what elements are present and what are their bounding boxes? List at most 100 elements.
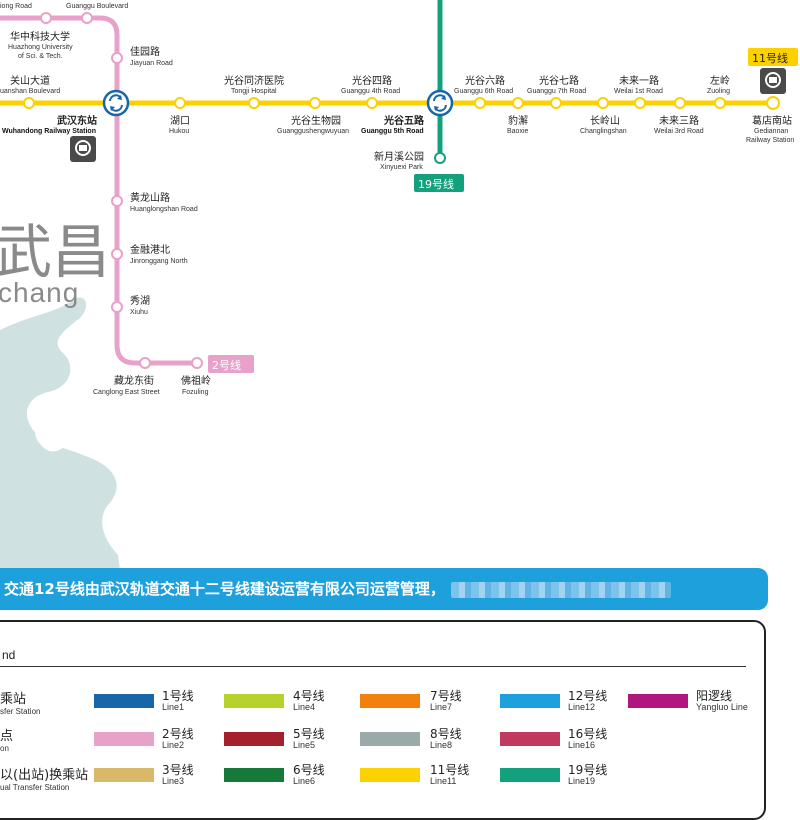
svg-text:佳园路: 佳园路	[130, 45, 160, 58]
transfer-station-wuhandong[interactable]	[102, 89, 130, 117]
station-dot[interactable]	[550, 97, 562, 109]
line-tag-11: 11号线	[748, 48, 798, 66]
station-dot[interactable]	[714, 97, 726, 109]
svg-text:Hukou: Hukou	[169, 128, 189, 135]
svg-text:Weilai 1st Road: Weilai 1st Road	[614, 88, 663, 95]
line-11-stations	[23, 96, 780, 110]
svg-text:Guanggu Boulevard: Guanggu Boulevard	[66, 3, 128, 10]
station-dot[interactable]	[111, 195, 123, 207]
svg-text:Guanggushengwuyuan: Guanggushengwuyuan	[277, 128, 349, 135]
svg-text:Fozuling: Fozuling	[182, 389, 209, 396]
svg-text:新月溪公园: 新月溪公园	[374, 150, 424, 163]
station-dot[interactable]	[434, 152, 446, 164]
line-2-track	[0, 15, 197, 366]
legend-title: nd	[2, 648, 16, 662]
swatch-line7	[360, 694, 420, 708]
station-dot[interactable]	[191, 357, 203, 369]
swatch-line16	[500, 732, 560, 746]
swatch-line8	[360, 732, 420, 746]
swatch-line4	[224, 694, 284, 708]
station-labels: iong Road Guanggu Boulevard 华中科技大学 Huazh…	[0, 3, 794, 396]
railway-station-icon	[70, 136, 96, 162]
svg-text:光谷五路: 光谷五路	[383, 114, 425, 127]
legend-key-virtual-transfer: 以(出站)换乘站 ual Transfer Station	[0, 768, 89, 792]
svg-text:Wuhandong Railway Station: Wuhandong Railway Station	[2, 128, 96, 135]
svg-text:of Sci. & Tech.: of Sci. & Tech.	[18, 53, 63, 60]
swatch-line19	[500, 768, 560, 782]
metro-map: 武昌 chang	[0, 0, 798, 570]
station-dot[interactable]	[248, 97, 260, 109]
legend-divider	[0, 666, 746, 667]
transfer-station-guanggu5[interactable]	[426, 89, 454, 117]
svg-text:长岭山: 长岭山	[590, 114, 620, 127]
line-2-stations	[40, 12, 203, 369]
svg-text:光谷六路: 光谷六路	[465, 74, 505, 87]
station-dot[interactable]	[111, 52, 123, 64]
svg-text:未来一路: 未来一路	[619, 74, 659, 87]
station-dot[interactable]	[139, 357, 151, 369]
svg-text:19号线: 19号线	[418, 177, 454, 191]
svg-text:佛祖岭: 佛祖岭	[181, 374, 211, 387]
svg-text:11号线: 11号线	[752, 51, 788, 65]
svg-text:Xinyuexi Park: Xinyuexi Park	[380, 164, 423, 171]
station-dot[interactable]	[366, 97, 378, 109]
svg-text:光谷四路: 光谷四路	[352, 74, 392, 87]
swatch-line6	[224, 768, 284, 782]
svg-text:Railway Station: Railway Station	[746, 137, 794, 144]
svg-text:光谷生物园: 光谷生物园	[291, 114, 341, 127]
svg-text:iong Road: iong Road	[0, 3, 32, 10]
svg-text:Changlingshan: Changlingshan	[580, 128, 627, 135]
swatch-line5	[224, 732, 284, 746]
svg-text:Guanggu 4th Road: Guanggu 4th Road	[341, 88, 400, 95]
district-watermark-en: chang	[0, 277, 79, 308]
svg-text:秀湖: 秀湖	[130, 295, 150, 307]
svg-text:武汉东站: 武汉东站	[57, 114, 97, 127]
swatch-line2	[94, 732, 154, 746]
station-dot[interactable]	[766, 96, 780, 110]
station-dot[interactable]	[40, 12, 52, 24]
svg-text:黄龙山路: 黄龙山路	[130, 191, 170, 204]
svg-text:Guanggu 7th Road: Guanggu 7th Road	[527, 88, 586, 95]
station-dot[interactable]	[81, 12, 93, 24]
svg-text:未来三路: 未来三路	[659, 114, 699, 127]
svg-text:2号线: 2号线	[212, 358, 241, 372]
svg-text:关山大道: 关山大道	[10, 74, 50, 87]
svg-text:Baoxie: Baoxie	[507, 128, 529, 135]
svg-text:Huazhong University: Huazhong University	[8, 44, 73, 51]
svg-text:Guanggu 6th Road: Guanggu 6th Road	[454, 88, 513, 95]
svg-text:Gediannan: Gediannan	[754, 128, 788, 135]
station-dot[interactable]	[597, 97, 609, 109]
station-dot[interactable]	[111, 248, 123, 260]
lake-shape	[34, 415, 71, 452]
svg-text:Jinronggang North: Jinronggang North	[130, 258, 188, 265]
station-dot[interactable]	[111, 301, 123, 313]
station-dot[interactable]	[174, 97, 186, 109]
legend-panel: nd 乘站 sfer Station 点 on 以(出站)换乘站 ual Tra…	[0, 620, 766, 820]
svg-text:光谷同济医院: 光谷同济医院	[224, 74, 284, 87]
svg-text:Guanggu 5th Road: Guanggu 5th Road	[361, 128, 424, 135]
svg-text:uanshan Boulevard: uanshan Boulevard	[0, 88, 60, 95]
swatch-line3	[94, 768, 154, 782]
svg-text:光谷七路: 光谷七路	[539, 74, 579, 87]
svg-text:豹澥: 豹澥	[508, 114, 528, 127]
station-dot[interactable]	[634, 97, 646, 109]
svg-text:Canglong East Street: Canglong East Street	[93, 389, 160, 396]
station-dot[interactable]	[474, 97, 486, 109]
legend-key-terminus: 点 on	[0, 729, 14, 753]
station-dot[interactable]	[23, 97, 35, 109]
svg-text:Weilai 3rd Road: Weilai 3rd Road	[654, 128, 704, 135]
station-dot[interactable]	[674, 97, 686, 109]
station-dot[interactable]	[309, 97, 321, 109]
swatch-yangluo	[628, 694, 688, 708]
line-tag-2: 2号线	[208, 355, 254, 373]
station-dot[interactable]	[512, 97, 524, 109]
